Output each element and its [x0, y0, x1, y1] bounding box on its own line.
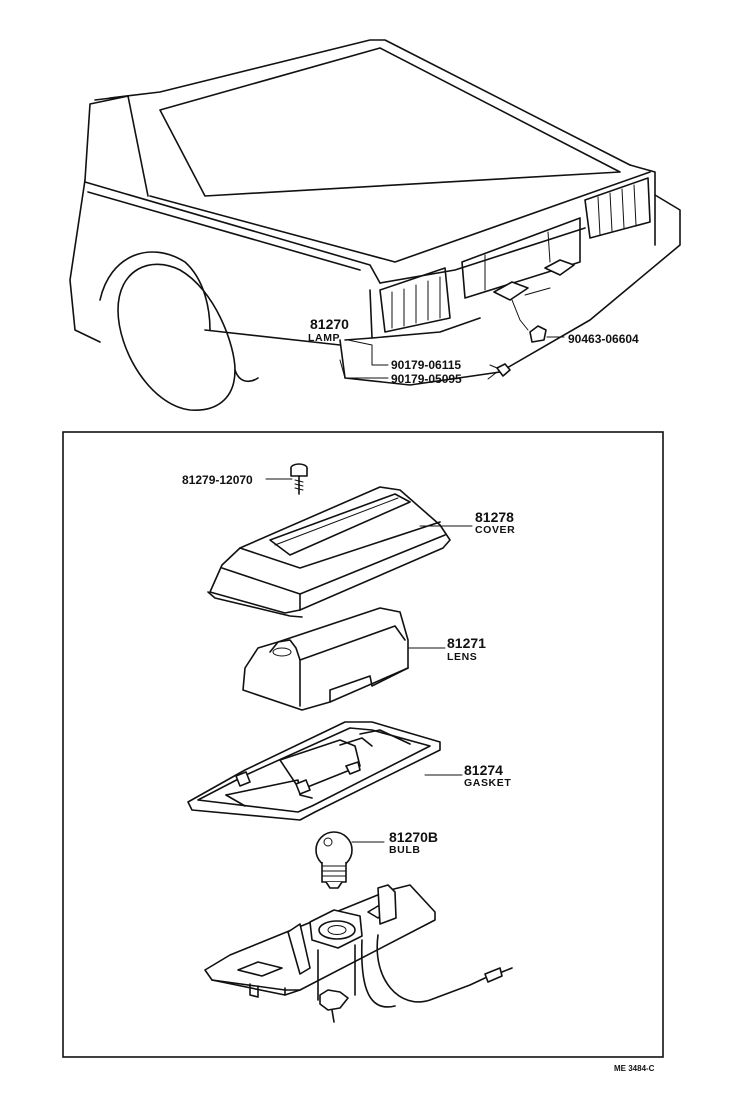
- gasket-illustration: [187, 721, 441, 821]
- bulb-illustration: [315, 831, 353, 889]
- exploded-view-frame: [62, 431, 664, 1058]
- gasket-label: GASKET: [464, 777, 511, 789]
- drawing-reference: ME 3484-C: [614, 1064, 655, 1073]
- base-housing-illustration: [204, 884, 513, 1023]
- lens-illustration: [242, 607, 409, 711]
- gasket-number: 81274: [464, 762, 503, 778]
- lamp-label: LAMP: [308, 332, 340, 344]
- car-illustration: [69, 39, 681, 411]
- bulb-number: 81270B: [389, 829, 438, 845]
- screw-illustration: [290, 463, 308, 495]
- bracket-part-number: 90463-06604: [568, 332, 639, 346]
- lens-number: 81271: [447, 635, 486, 651]
- bulb-label: BULB: [389, 844, 421, 856]
- nut-part-number: 90179-05095: [391, 372, 462, 386]
- screw-number: 81279-12070: [182, 473, 253, 487]
- lens-label: LENS: [447, 651, 477, 663]
- cover-illustration: [207, 486, 451, 618]
- lamp-number: 81270: [310, 316, 349, 332]
- screw-part-number: 90179-06115: [391, 358, 461, 372]
- cover-number: 81278: [475, 509, 514, 525]
- cover-label: COVER: [475, 524, 515, 536]
